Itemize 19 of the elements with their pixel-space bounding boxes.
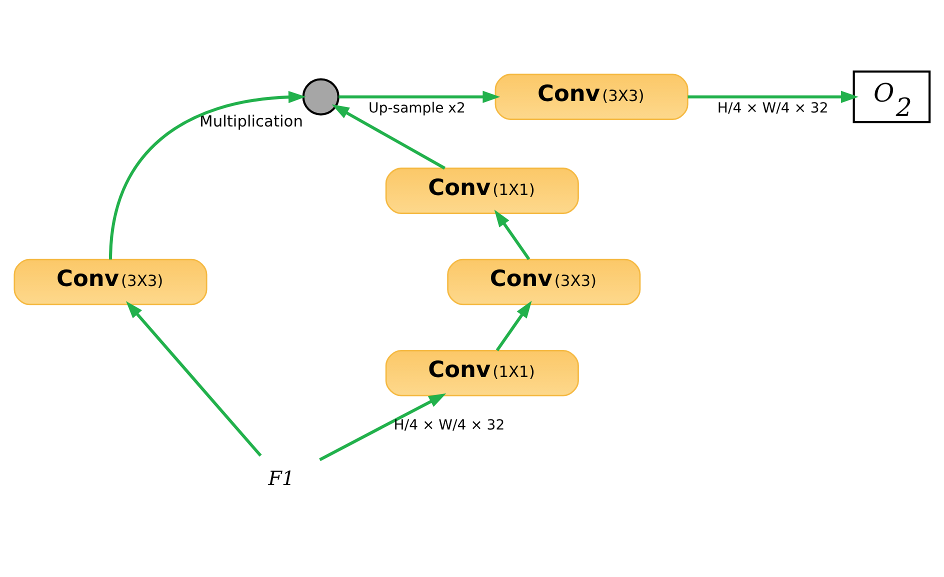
edge-label: H/4 × W/4 × 32	[717, 100, 828, 116]
arrow	[494, 209, 530, 260]
arrow	[126, 300, 262, 456]
edge-label: Up-sample x2	[368, 100, 466, 116]
node-text: F1	[268, 466, 294, 490]
node-box: Conv(1X1)	[385, 350, 579, 396]
arrow	[338, 90, 500, 102]
arrow	[496, 300, 532, 351]
node-circle	[302, 78, 340, 115]
arrow	[332, 104, 446, 170]
arrow	[319, 392, 446, 461]
node-box: Conv(3X3)	[14, 258, 208, 305]
node-box: Conv(3X3)	[494, 73, 688, 120]
node-box: Conv(3X3)	[447, 258, 641, 305]
arrow	[108, 90, 306, 260]
edge-label: H/4 × W/4 × 32	[394, 416, 505, 433]
arrow	[688, 90, 858, 102]
node-label: Multiplication	[200, 112, 303, 130]
node-box: Conv(1X1)	[385, 167, 579, 214]
